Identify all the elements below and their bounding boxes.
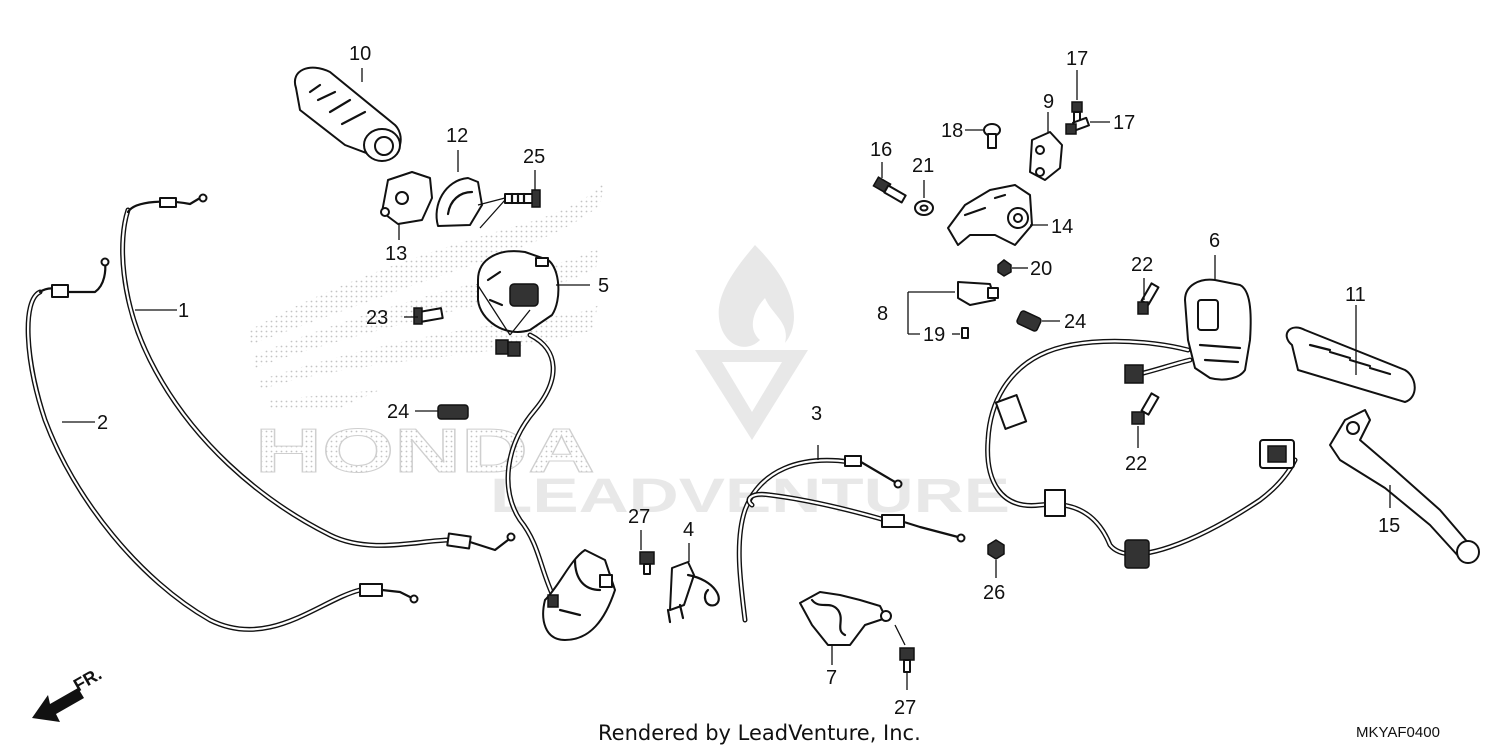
leadventure-logo-watermark [695,245,808,440]
callout-24a: 24 [387,401,409,423]
bolt-part-16 [872,162,907,204]
right-switch-housing-part-6 [985,255,1298,569]
callout-5: 5 [598,275,609,297]
callout-11: 11 [1345,284,1366,306]
bolt-part-17-top [1071,70,1083,123]
callout-14: 14 [1051,216,1073,238]
callout-10: 10 [349,43,371,65]
clamp-part-24-right [1016,310,1060,332]
screw-part-19 [952,327,969,339]
callout-18: 18 [941,120,963,142]
screw-part-22-lower [1131,392,1160,448]
callout-20: 20 [1030,258,1052,280]
callout-3: 3 [811,403,822,425]
callout-16: 16 [870,139,892,161]
bolt-part-27-upper [639,530,655,575]
lever-holder-part-14 [947,184,1048,246]
footer-credit: Rendered by LeadVenture, Inc. [598,721,921,745]
nut-part-20 [997,259,1028,277]
cable-bracket-part-7 [799,591,892,665]
callout-4: 4 [683,519,694,541]
bracket-part-4 [666,543,720,624]
callout-7: 7 [826,667,837,689]
callout-22a: 22 [1131,254,1153,276]
left-switch-housing-part-5 [476,250,616,641]
callout-24b: 24 [1064,311,1086,333]
callout-8: 8 [877,303,888,325]
throttle-housing-part-12 [435,150,483,227]
screw-part-25 [477,170,541,229]
callout-27b: 27 [894,697,916,719]
honda-brand-watermark: HONDA [255,417,595,486]
nut-part-26 [987,539,1005,578]
callout-9: 9 [1043,91,1054,113]
callout-13: 13 [385,243,407,265]
screw-part-23 [404,307,444,325]
callout-22b: 22 [1125,453,1147,475]
holder-cap-part-9 [1029,112,1063,181]
bolt-part-17-side [1065,116,1110,135]
diagram-code: MKYAF0400 [1356,724,1440,741]
leader-lines [62,68,400,423]
bolt-part-27-lower [894,624,915,690]
callout-19: 19 [923,324,945,346]
cable-part-3 [736,445,966,623]
clutch-switch-part-8 [907,281,999,335]
callout-17a: 17 [1066,48,1088,70]
throttle-grip-part-10 [293,66,402,162]
callout-26: 26 [983,582,1005,604]
callout-6: 6 [1209,230,1220,252]
callout-2: 2 [97,412,108,434]
front-direction-arrow-icon: FR. [32,664,105,722]
callout-17b: 17 [1113,112,1135,134]
throttle-cable-part-2 [25,257,419,632]
callout-1: 1 [178,300,189,322]
throttle-cable-part-1 [120,193,516,552]
screw-part-22-upper [1137,278,1160,315]
throttle-housing-part-13 [380,171,433,225]
grip-part-11 [1285,305,1416,403]
washer-part-21 [914,180,934,216]
callout-27a: 27 [628,506,650,528]
callout-25: 25 [523,146,545,168]
callout-12: 12 [446,125,468,147]
callout-15: 15 [1378,515,1400,537]
clamp-part-24-left [415,404,469,420]
bolt-part-18 [965,123,1001,149]
callout-21: 21 [912,155,934,177]
callout-23: 23 [366,307,388,329]
clutch-lever-part-15 [1329,409,1480,564]
